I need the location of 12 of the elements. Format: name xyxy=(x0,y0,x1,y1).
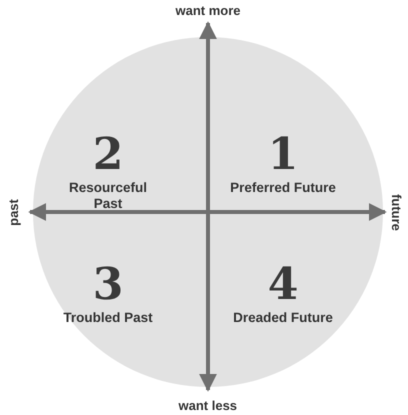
axis-label: want less xyxy=(178,398,238,412)
quadrant-number: 4 xyxy=(268,262,298,308)
quadrant-number: 2 xyxy=(92,132,124,178)
quadrant-number: 1 xyxy=(268,132,298,178)
axis-label: past xyxy=(5,198,20,226)
quadrant-label: Resourceful Past xyxy=(68,180,148,212)
axis-label: want more xyxy=(176,2,241,18)
quadrant-label: Dreaded Future xyxy=(232,310,334,326)
quadrant-label: Preferred Future xyxy=(229,180,337,196)
quadrant-number: 3 xyxy=(92,262,124,308)
axis-label: future xyxy=(388,194,404,230)
quadrant-label: Troubled Past xyxy=(62,310,154,326)
